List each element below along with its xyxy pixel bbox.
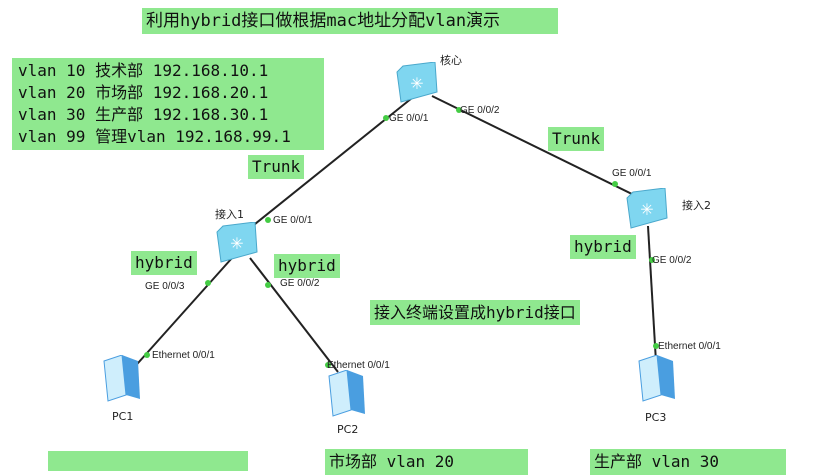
pc-icon [103,354,140,402]
pc2[interactable] [325,369,367,424]
port-dot [325,362,331,368]
switch-icon: ✳ [396,61,438,103]
diagram-title: 利用hybrid接口做根据mac地址分配vlan演示 [142,8,558,34]
link-access2-pc3 [647,225,657,363]
core-label: 核心 [440,54,462,67]
vlan-line: vlan 99 管理vlan 192.168.99.1 [18,127,291,146]
svg-text:✳: ✳ [230,234,243,253]
hybrid-setting-note: 接入终端设置成hybrid接口 [370,300,580,325]
port-label: GE 0/0/1 [389,113,429,124]
pc1[interactable] [100,354,142,409]
port-dot [612,181,618,187]
pc3[interactable] [635,354,677,409]
pc3-label: PC3 [645,411,667,424]
switch-icon: ✳ [626,187,668,229]
access2-label: 接入2 [682,199,711,212]
pc-icon [328,369,365,417]
svg-text:✳: ✳ [410,74,423,93]
switch-icon: ✳ [216,221,258,263]
port-dot [653,343,659,349]
svg-text:✳: ✳ [640,200,653,219]
hybrid-note: hybrid [570,235,636,259]
port-dot [265,217,271,223]
pc1-label: PC1 [112,410,134,423]
port-dot [649,257,655,263]
pc3-vlan-note: 生产部 vlan 30 [590,449,786,475]
hybrid-note: hybrid [274,254,340,278]
bottom-note-partial [48,451,248,471]
pc2-vlan-note: 市场部 vlan 20 [325,449,528,475]
access1-label: 接入1 [215,208,244,221]
vlan-line: vlan 30 生产部 192.168.30.1 [18,105,269,124]
port-dot [265,282,271,288]
port-label: GE 0/0/3 [145,281,185,292]
port-dot [205,280,211,286]
pc-icon [638,354,675,402]
switch-access2[interactable]: ✳ [625,187,669,234]
port-label: Ethernet 0/0/1 [658,341,721,352]
port-label: GE 0/0/2 [652,255,692,266]
vlan-list: vlan 10 技术部 192.168.10.1 vlan 20 市场部 192… [12,58,324,150]
port-dot [383,115,389,121]
port-label: Ethernet 0/0/1 [152,350,215,361]
switch-core[interactable]: ✳ [395,61,439,108]
trunk-note: Trunk [248,155,305,179]
link-core-access2 [431,95,641,199]
link-access1-pc2 [249,257,339,373]
port-label: GE 0/0/2 [460,105,500,116]
port-dot [144,352,150,358]
port-label: Ethernet 0/0/1 [327,360,390,371]
port-dot [456,107,462,113]
port-label: GE 0/0/1 [612,168,652,179]
vlan-line: vlan 10 技术部 192.168.10.1 [18,61,269,80]
pc2-label: PC2 [337,423,359,436]
links [129,95,659,373]
port-label: GE 0/0/2 [280,278,320,289]
hybrid-note: hybrid [131,251,197,275]
switch-access1[interactable]: ✳ [215,221,259,268]
trunk-note: Trunk [548,127,605,151]
port-label: GE 0/0/1 [273,215,313,226]
vlan-line: vlan 20 市场部 192.168.20.1 [18,83,269,102]
